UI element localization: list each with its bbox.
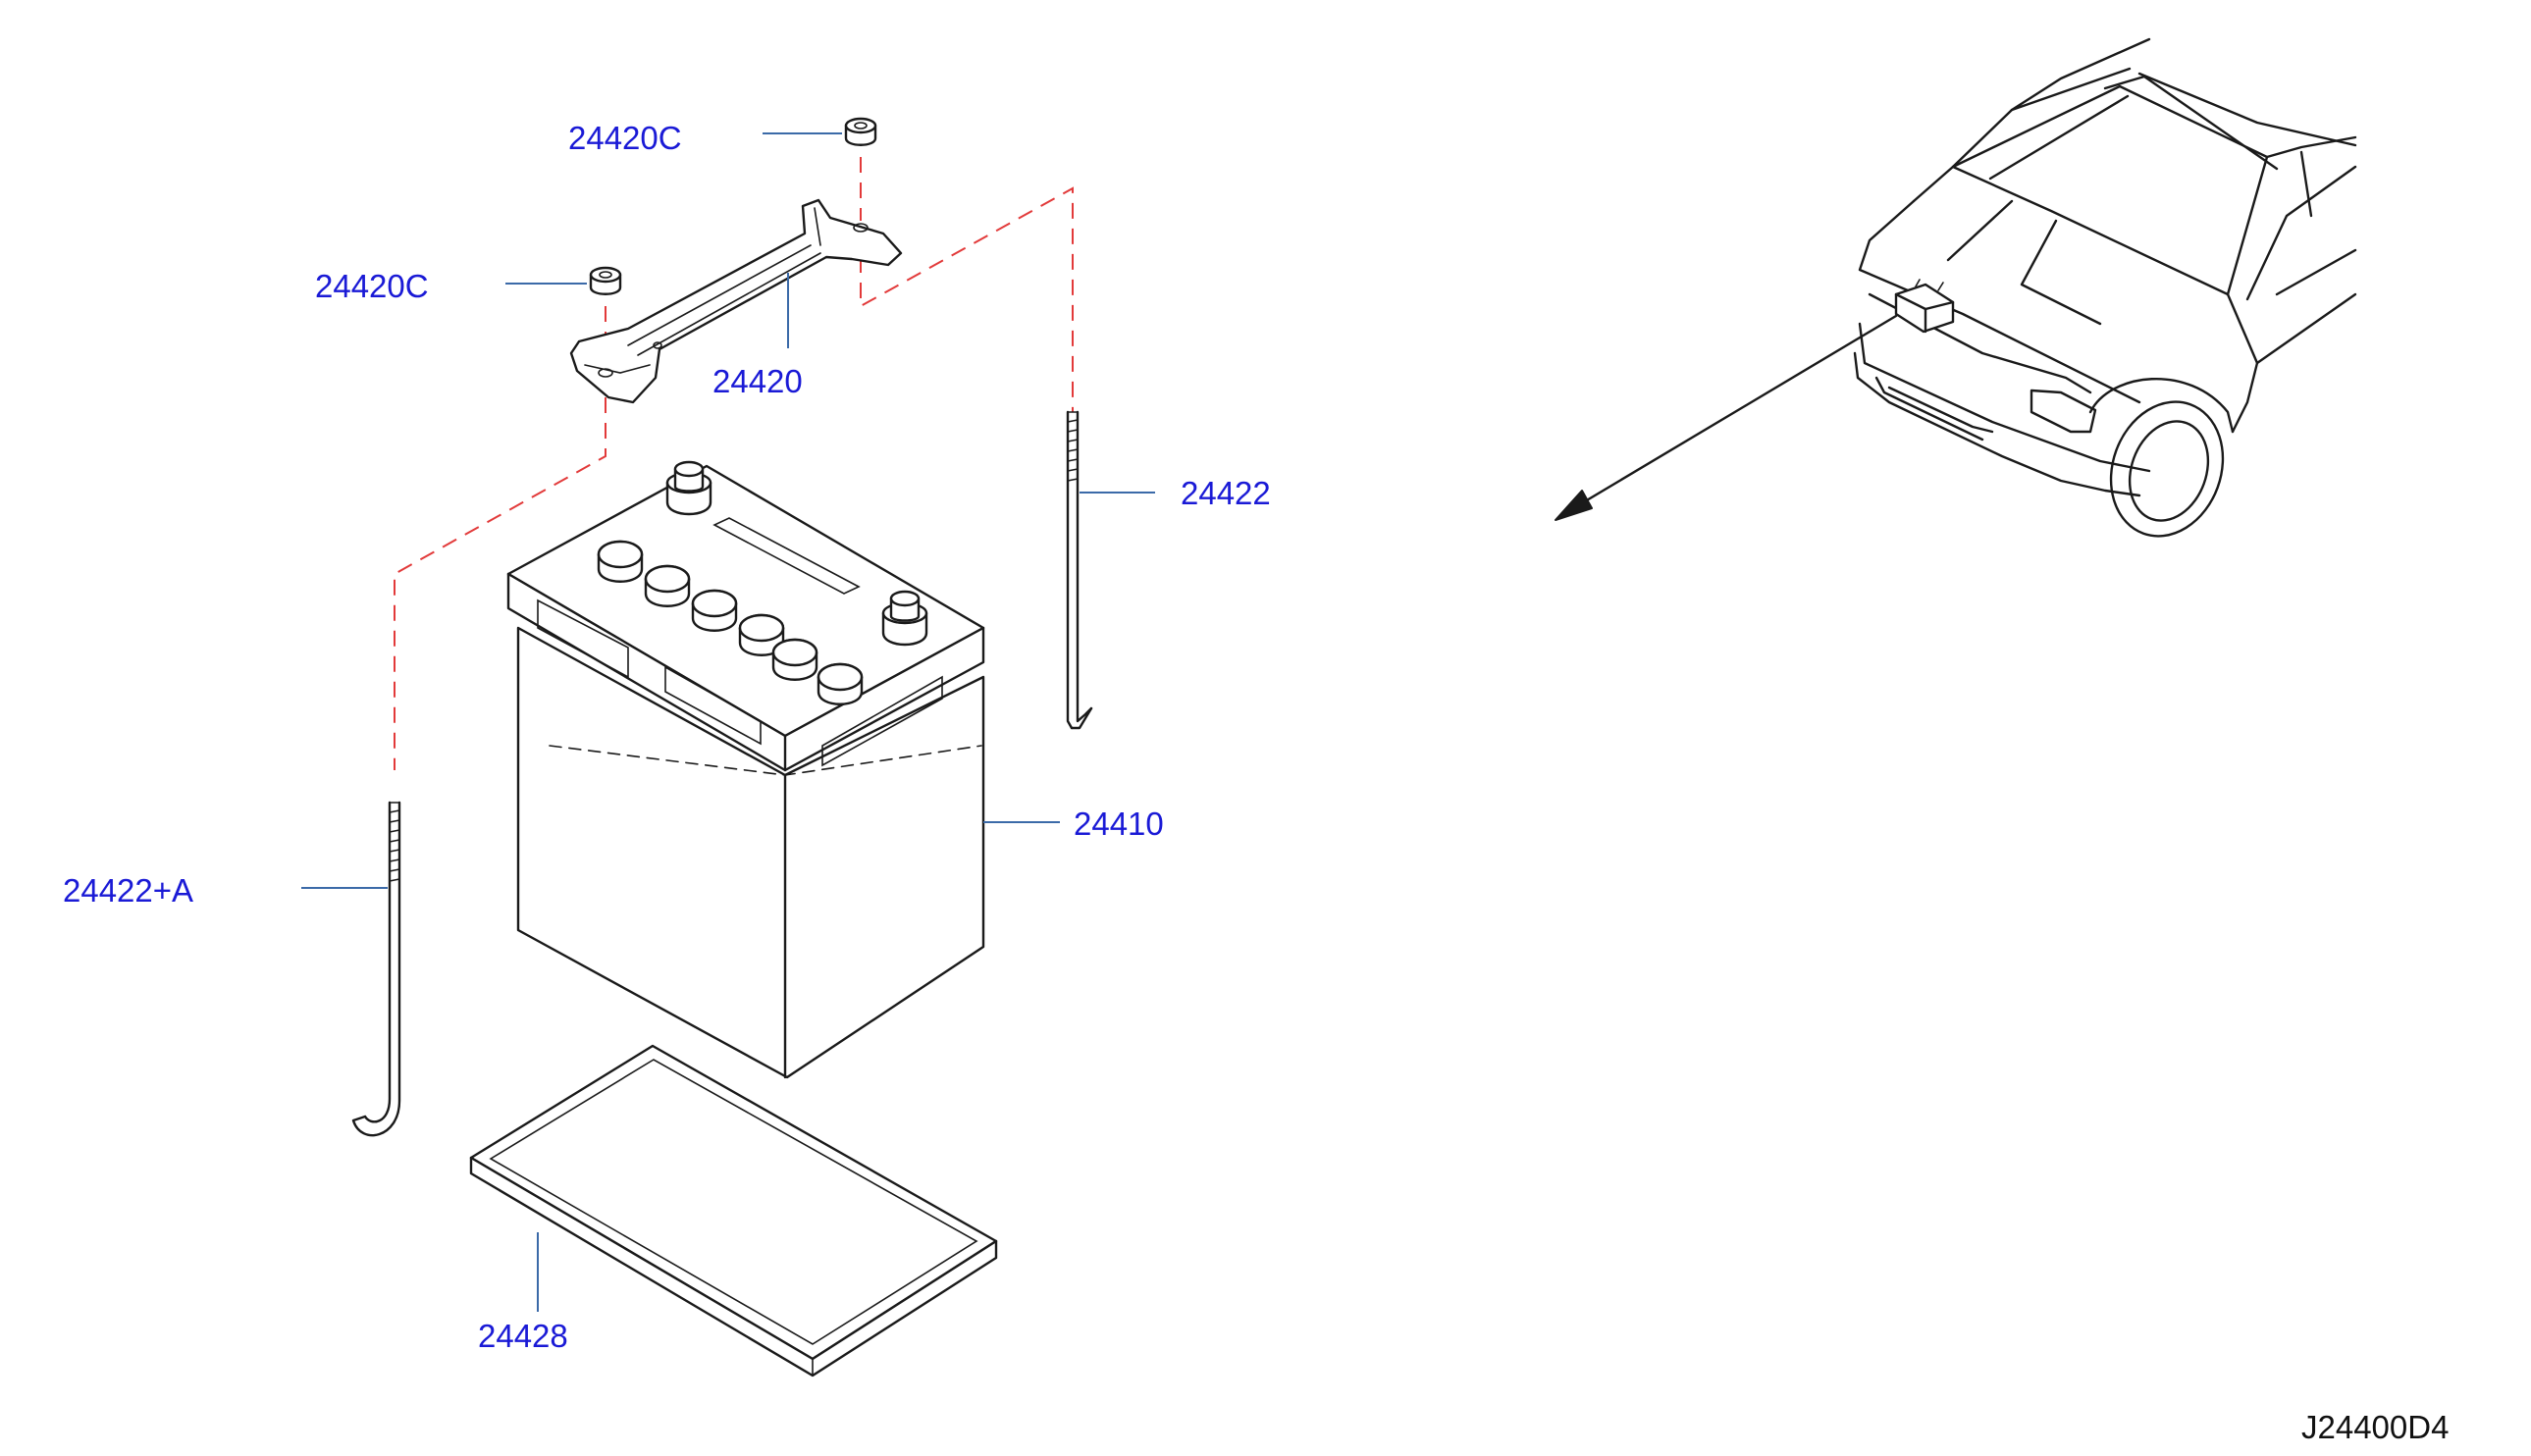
diagram-reference-code: J24400D4 [2301,1409,2449,1445]
label-rod-left: 24422+A [63,872,193,909]
dash-frame-to-rod-left [394,397,606,770]
leader-lines [301,132,1155,1312]
label-battery: 24410 [1074,806,1164,842]
part-labels: 24420C 24420C 24420 24422 24410 24422+A … [63,120,1271,1354]
label-nut-top: 24420C [568,120,682,156]
terminal-posts [665,460,928,647]
label-frame: 24420 [712,363,803,399]
dash-frame-to-rod-right [860,186,1074,412]
rod-right-icon [1066,410,1093,730]
battery-tray-icon [469,1044,998,1378]
vehicle-location-icon [1555,37,2357,538]
vent-caps [597,540,864,705]
label-tray: 24428 [478,1318,568,1354]
rod-left-icon [351,801,401,1137]
label-rod-right: 24422 [1181,475,1271,511]
battery-icon [506,460,985,1079]
battery-frame-icon [569,198,903,404]
label-nut-left: 24420C [315,268,429,304]
nut-top-icon [844,117,877,146]
nut-left-icon [589,266,622,295]
